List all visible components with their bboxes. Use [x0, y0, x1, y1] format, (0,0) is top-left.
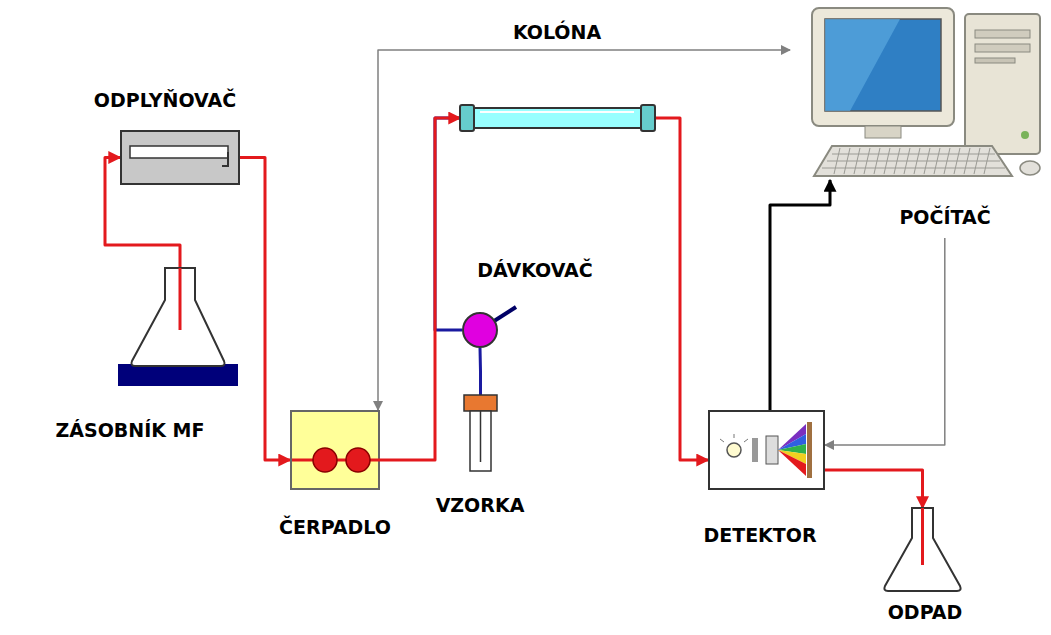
part-drawing: [790, 0, 1048, 180]
flow-line: [435, 118, 462, 330]
apparatus-part: KOLÓNA: [455, 18, 660, 135]
part-label: VZORKA: [434, 493, 527, 517]
flow-line: [479, 348, 483, 395]
apparatus-part: ODPLYŇOVAČ: [75, 85, 260, 187]
part-label: POČÍTAČ: [897, 205, 992, 229]
part-drawing: [118, 268, 238, 388]
part-label: DETEKTOR: [701, 523, 818, 547]
part-drawing: [120, 130, 240, 185]
flow-line: [380, 118, 460, 460]
part-label: KOLÓNA: [511, 20, 603, 44]
part-label: DÁVKOVAČ: [475, 258, 594, 282]
flow-line: [825, 470, 923, 508]
apparatus-part: ČERPADLO: [265, 408, 405, 544]
part-drawing: [708, 410, 825, 490]
apparatus-part: POČÍTAČ: [790, 0, 1048, 238]
part-drawing: [462, 312, 498, 348]
apparatus-part: DETEKTOR: [665, 408, 855, 550]
part-drawing: [290, 410, 380, 490]
apparatus-part: ODPAD: [870, 505, 980, 631]
flow-line: [770, 180, 830, 410]
part-label: ODPLYŇOVAČ: [92, 88, 238, 112]
part-label: ČERPADLO: [277, 515, 393, 539]
apparatus-part: ZÁSOBNÍK MF: [8, 265, 258, 447]
flow-line: [825, 238, 945, 445]
part-drawing: [460, 105, 655, 131]
part-label: ZÁSOBNÍK MF: [54, 418, 207, 442]
apparatus-part: DÁVKOVAČ: [440, 255, 630, 350]
flow-line: [378, 50, 790, 410]
flow-line: [240, 158, 290, 461]
part-drawing: [880, 508, 965, 593]
apparatus-part: VZORKA: [415, 393, 545, 525]
part-label: ODPAD: [886, 600, 965, 624]
part-drawing: [463, 395, 498, 473]
flow-line: [655, 118, 708, 460]
